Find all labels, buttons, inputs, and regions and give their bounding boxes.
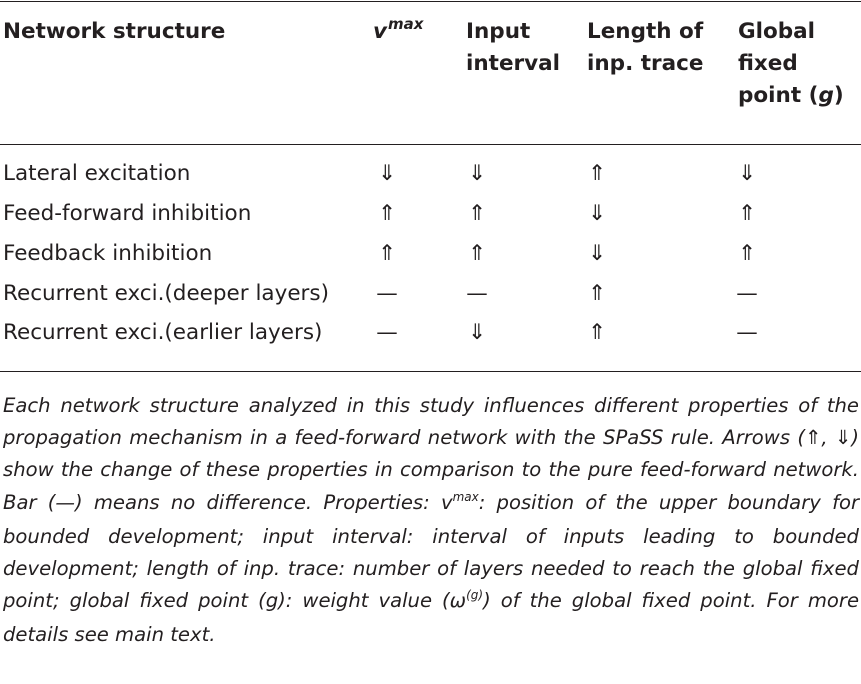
row-structure-name: Lateral excitation [3,161,191,186]
row-structure-name: Feed-forward inhibition [3,201,252,226]
trace-change-arrow: ⇑ [587,320,606,345]
header-vmax-base: v [373,19,388,44]
table-caption: Each network structure analyzed in this … [3,390,859,652]
header-fixed-point-suffix: ) [833,83,844,108]
row-structure-name: Recurrent exci.(earlier layers) [3,320,323,345]
interval-change-arrow: ⇑ [467,201,486,226]
caption-text-part1: Each network structure analyzed in this … [3,394,859,514]
fixed-point-change-arrow: ⇑ [737,201,756,226]
header-vmax-superscript: max [388,15,424,33]
interval-change-arrow: ⇓ [467,161,486,186]
table-row: Feedback inhibition ⇑ ⇑ ⇓ ⇑ [0,234,861,274]
header-separator-rule [0,144,861,145]
header-trace-length: Length of inp. trace [587,19,704,76]
vmax-change-arrow: ⇑ [377,201,396,226]
trace-change-arrow: ⇑ [587,161,606,186]
vmax-change-arrow: ⇑ [377,241,396,266]
caption-text-part2: : position of the upper boundary for bou… [3,490,860,613]
row-structure-name: Recurrent exci.(deeper layers) [3,281,329,306]
interval-change-bar: — [466,281,488,306]
fixed-point-change-arrow: ⇑ [737,241,756,266]
caption-vmax-superscript: max [452,489,479,504]
table-row: Feed-forward inhibition ⇑ ⇑ ⇓ ⇑ [0,194,861,234]
trace-change-arrow: ⇓ [587,201,606,226]
fixed-point-change-arrow: ⇓ [737,161,756,186]
caption-omega-superscript: (g) [466,588,484,603]
header-network-structure: Network structure [3,19,226,44]
header-fixed-point-variable: g [818,83,834,108]
vmax-change-arrow: ⇓ [377,161,396,186]
table-row: Recurrent exci.(deeper layers) — — ⇑ — [0,274,861,314]
interval-change-arrow: ⇑ [467,241,486,266]
fixed-point-change-bar: — [736,281,758,306]
vmax-change-bar: — [376,281,398,306]
table-bottom-rule [0,371,861,372]
caption-text-part3: ) of the global fixed point. For more de… [3,589,860,647]
header-fixed-point-prefix: Global fixed point ( [738,19,819,108]
table-row: Lateral excitation ⇓ ⇓ ⇑ ⇓ [0,154,861,194]
row-structure-name: Feedback inhibition [3,241,213,266]
trace-change-arrow: ⇑ [587,281,606,306]
table-row: Recurrent exci.(earlier layers) — ⇓ ⇑ — [0,313,861,353]
interval-change-arrow: ⇓ [467,320,486,345]
header-global-fixed-point: Global fixed point (g) [738,16,844,112]
fixed-point-change-bar: — [736,320,758,345]
header-vmax: vmax [373,15,424,49]
header-input-interval: Input interval [466,19,561,76]
vmax-change-bar: — [376,320,398,345]
table-top-rule [0,1,861,2]
trace-change-arrow: ⇓ [587,241,606,266]
